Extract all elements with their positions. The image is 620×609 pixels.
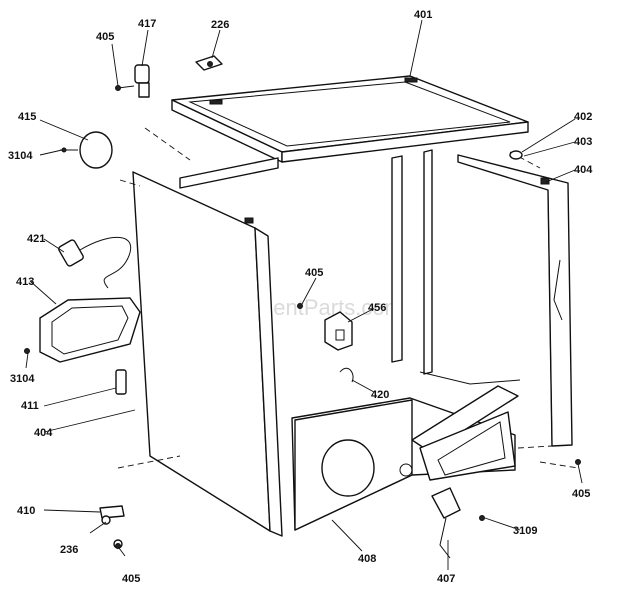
leveling-leg[interactable] [99,505,125,525]
callout-405: 405 [572,488,590,500]
callout-401: 401 [414,9,432,21]
right-side-panel[interactable] [457,154,573,447]
spring-clip[interactable] [339,367,354,383]
screw-405-top[interactable] [115,85,121,91]
callout-413: 413 [16,276,34,288]
base-frame[interactable] [291,385,519,531]
screw-402[interactable] [509,150,523,160]
latch-strike[interactable] [195,55,223,71]
callout-456: 456 [368,302,386,314]
callout-403: 403 [574,136,592,148]
leader-lines [25,19,583,570]
cover-plate[interactable] [60,131,113,169]
callout-226: 226 [211,19,229,31]
callout-420: 420 [371,389,389,401]
callout-3104: 3104 [8,150,33,162]
callout-3104: 3104 [10,373,35,385]
cabinet-frame [179,149,521,385]
callout-415: 415 [18,111,36,123]
bracket[interactable] [324,311,353,351]
left-side-panel[interactable] [132,171,283,537]
callout-407: 407 [437,573,455,585]
callout-405: 405 [122,573,140,585]
callout-404: 404 [574,164,593,176]
callout-404: 404 [34,427,53,439]
callout-408: 408 [358,553,376,565]
callout-421: 421 [27,233,45,245]
screw-3109[interactable] [479,515,485,521]
lower-switch[interactable] [431,487,461,559]
callout-410: 410 [17,505,35,517]
callout-labels: 405 417 226 401 415 3104 402 403 404 421… [8,9,593,585]
callout-411: 411 [21,400,39,412]
callout-236: 236 [60,544,78,556]
door-switch[interactable] [117,64,150,98]
callout-405: 405 [305,267,323,279]
screw-405-mid[interactable] [297,303,303,309]
top-cover[interactable] [171,75,529,163]
power-cord[interactable] [58,237,131,289]
callout-3109: 3109 [513,525,537,537]
callout-417: 417 [138,18,156,30]
screw-405-bottom[interactable] [115,543,121,549]
screw-405-right[interactable] [575,459,581,465]
thermal-fuse[interactable] [115,369,127,395]
access-cover[interactable] [24,297,141,363]
callout-402: 402 [574,111,592,123]
callout-405: 405 [96,31,114,43]
